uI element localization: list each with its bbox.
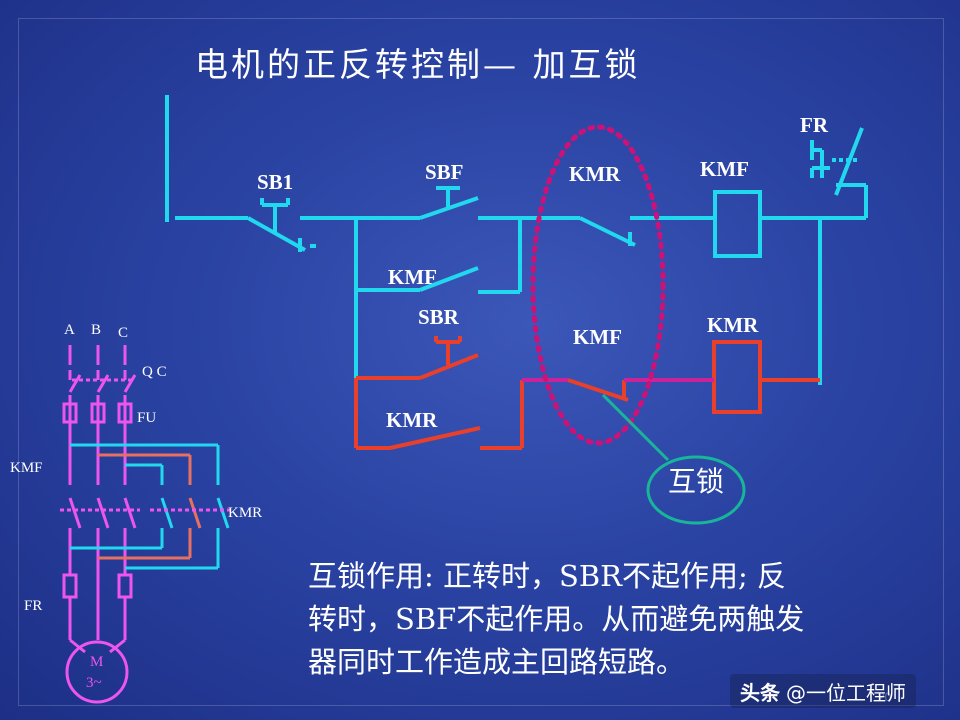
fr-relay-label: FR <box>800 113 828 137</box>
watermark: 头条 @一位工程师 <box>730 674 916 708</box>
motor-label-phase: 3~ <box>86 675 102 691</box>
interlock-callout-text: 互锁 <box>667 465 724 498</box>
main-fr-label: FR <box>24 598 43 614</box>
phase-c-label: C <box>118 325 129 341</box>
page-title: 电机的正反转控制— 加互锁 <box>195 45 641 84</box>
kmr-nc-label: KMR <box>569 162 621 186</box>
main-kmr-label: KMR <box>228 505 263 521</box>
main-kmf-label: KMF <box>10 460 43 476</box>
sb1-label: SB1 <box>257 170 294 194</box>
sbf-label: SBF <box>425 160 464 184</box>
description-line-2: 转时，SBF不起作用。从而避免两触发 <box>308 602 805 636</box>
kmf-hold-label: KMF <box>388 265 437 289</box>
watermark-logo: 头条 <box>740 680 780 705</box>
description-line-3: 器同时工作造成主回路短路。 <box>308 645 686 679</box>
phase-a-label: A <box>64 322 75 338</box>
slide-frame <box>18 18 944 706</box>
kmf-coil-label: KMF <box>700 157 749 181</box>
sbr-label: SBR <box>418 305 459 329</box>
phase-b-label: B <box>91 322 102 338</box>
page-number: 20 <box>878 690 892 704</box>
description-line-1: 互锁作用: 正转时，SBR不起作用; 反 <box>308 559 786 593</box>
qc-label: Q C <box>142 364 167 380</box>
kmr-coil-label: KMR <box>707 313 759 337</box>
description: 互锁作用: 正转时，SBR不起作用; 反 转时，SBF不起作用。从而避免两触发 … <box>308 555 933 684</box>
kmr-hold-label: KMR <box>386 408 438 432</box>
watermark-text: @一位工程师 <box>786 680 906 705</box>
fu-label: FU <box>137 410 157 426</box>
motor-label-m: M <box>90 654 104 670</box>
kmf-interlock-label: KMF <box>573 325 622 349</box>
